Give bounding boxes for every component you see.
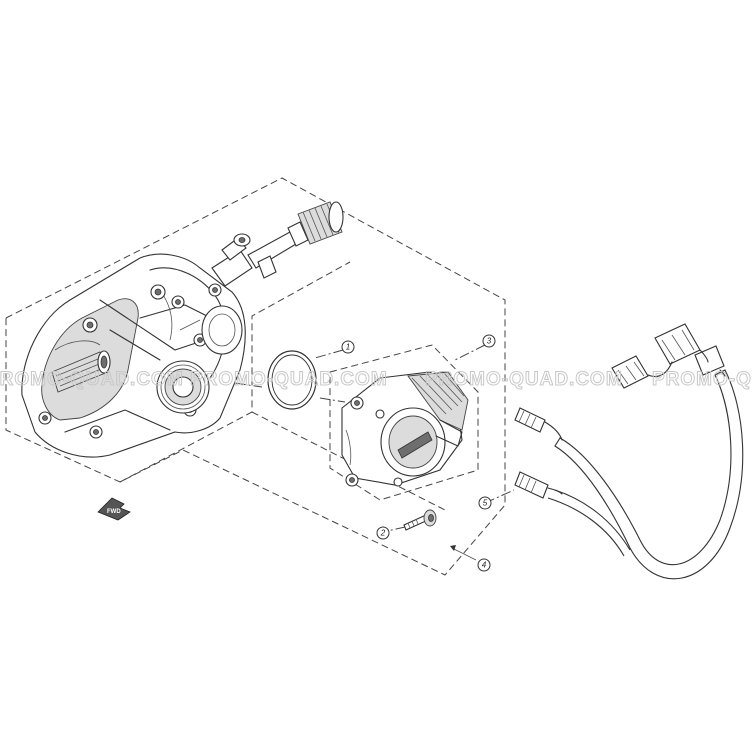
bolt (403, 509, 437, 531)
assembly-boundary-dashed (5, 177, 506, 576)
callout-1: 1 (341, 340, 355, 354)
callout-circle (376, 526, 390, 540)
differential-housing (21, 253, 246, 458)
fwd-arrow-icon: FWD (97, 497, 131, 521)
left-splined-shaft (51, 350, 111, 393)
callout-number-5: 5 (483, 499, 488, 508)
callout-number-1: 1 (346, 343, 350, 352)
callout-5: 5 (478, 496, 492, 510)
watermark-text-2: PROMO-QUAD.COM (190, 369, 388, 390)
fwd-label: FWD (107, 509, 121, 515)
callout-circle (478, 496, 492, 510)
input-shaft-ujoint (211, 201, 344, 287)
o-ring (267, 350, 317, 410)
callout-2: 2 (376, 526, 390, 540)
watermark-row: PROMO-QUAD.COM PROMO-QUAD.COM PROMO-QUAD… (0, 369, 752, 391)
actuator-motor (341, 371, 469, 487)
watermark-text-1: PROMO-QUAD.COM (0, 369, 184, 390)
actuator-boundary-dashed (329, 344, 479, 501)
callout-number-3: 3 (487, 337, 492, 346)
callout-3: 3 (482, 334, 496, 348)
callout-4: 4 (477, 558, 491, 572)
callout-circle (477, 558, 491, 572)
callout-circle (482, 334, 496, 348)
callout-number-4: 4 (482, 561, 487, 570)
callout-circle (341, 340, 355, 354)
callout-number-2: 2 (380, 529, 386, 538)
watermark-text-3: PROMO-QUAD.COM (425, 369, 623, 390)
watermark-text-4: PROMO-QUAD.COM (652, 369, 752, 390)
wire-harness (514, 323, 744, 580)
